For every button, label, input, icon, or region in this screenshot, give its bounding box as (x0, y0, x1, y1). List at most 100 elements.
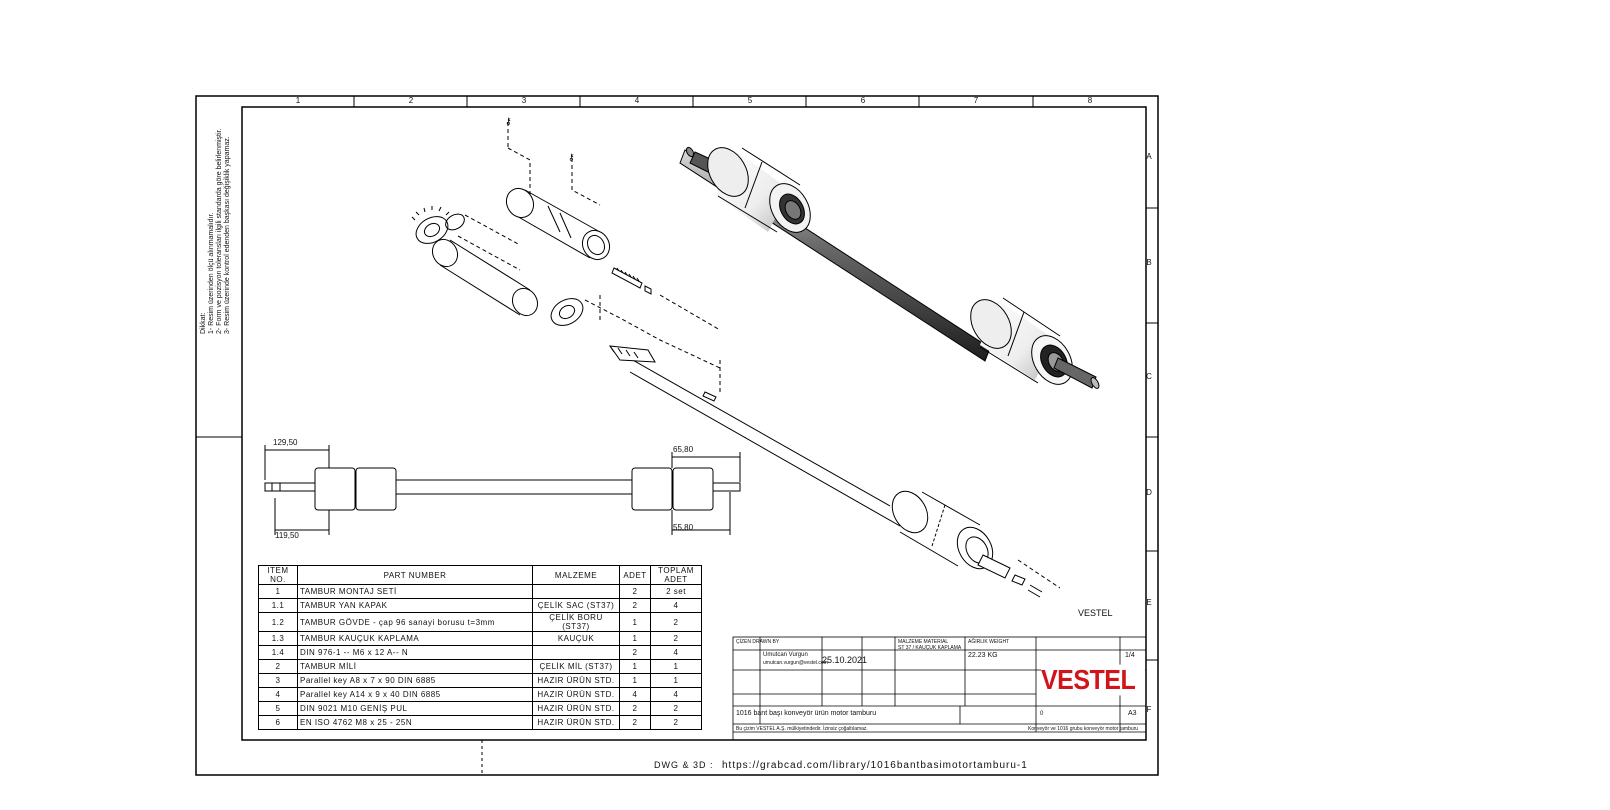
bom-cell: 1.4 (258, 645, 298, 660)
zone-row-b: B (1146, 258, 1152, 267)
vestel-label: VESTEL (1078, 608, 1113, 618)
bom-cell: 1 (619, 659, 651, 674)
svg-text:⚷: ⚷ (505, 116, 512, 126)
zone-row-d: D (1146, 488, 1152, 497)
bom-cell: EN ISO 4762 M8 x 25 - 25N (297, 715, 533, 730)
zone-col-6: 6 (860, 96, 866, 105)
bom-cell: Parallel key A8 x 7 x 90 DIN 6885 (297, 673, 533, 688)
bom-cell: 1 (619, 612, 651, 632)
zone-row-f: F (1146, 705, 1152, 714)
note-line: 3- Resim üzerinde kontrol edenden başkas… (224, 136, 231, 334)
assembled-isometric (679, 146, 1100, 389)
bom-cell: 1.3 (258, 631, 298, 646)
bom-cell: HAZIR ÜRÜN STD. (532, 673, 620, 688)
bom-cell: HAZIR ÜRÜN STD. (532, 687, 620, 702)
material-label: MALZEME MATERIAL (898, 639, 949, 645)
bom-cell: 1 (258, 584, 298, 599)
drawn-mail: umutcan.vurgun@vestel.com (763, 660, 828, 666)
bom-cell: 4 (650, 687, 702, 702)
footer-right: Konveyör ve 1016 grubu konveyör motor ta… (1028, 726, 1139, 732)
bom-cell: 3 (258, 673, 298, 688)
svg-text:⚷: ⚷ (568, 152, 575, 162)
bom-cell: 1.2 (258, 612, 298, 632)
bom-cell: Parallel key A14 x 9 x 40 DIN 6885 (297, 687, 533, 702)
zone-col-4: 4 (634, 96, 640, 105)
bom-cell: TAMBUR KAUÇUK KAPLAMA (297, 631, 533, 646)
note-line: 2- Form ve pozisyon toleransları ilgili … (216, 128, 223, 334)
drawn-name: Umutcan Vurgun (763, 652, 808, 658)
bom-cell: 4 (650, 598, 702, 613)
bom-cell: 1 (619, 631, 651, 646)
bom-cell (532, 645, 620, 660)
drawing-title: 1016 bant başı konveyör ürün motor tambu… (736, 710, 877, 717)
bom-cell: 1.1 (258, 598, 298, 613)
bom-cell: 2 (619, 598, 651, 613)
bom-cell: 4 (650, 645, 702, 660)
bom-cell: DIN 976-1 -- M6 x 12 A-- N (297, 645, 533, 660)
bom-cell: 1 (650, 659, 702, 674)
bom-cell: 2 (650, 701, 702, 716)
dwg-label: DWG & 3D : (654, 760, 714, 770)
bom-cell: 4 (258, 687, 298, 702)
zone-col-1: 1 (295, 96, 301, 105)
bom-header: ITEM NO. (258, 565, 298, 585)
weight-label: AĞIRLIK WEIGHT (968, 639, 1010, 645)
outer-border (195, 95, 1159, 776)
bom-cell: 4 (619, 687, 651, 702)
zone-col-5: 5 (747, 96, 753, 105)
zone-row-c: C (1146, 372, 1152, 381)
dimension-label: 129,50 (273, 438, 298, 447)
bom-cell: TAMBUR MONTAJ SETİ (297, 584, 533, 599)
zone-row-e: E (1146, 598, 1152, 607)
bom-cell: HAZIR ÜRÜN STD. (532, 715, 620, 730)
bom-cell: TAMBUR GÖVDE - çap 96 sanayi borusu t=3m… (297, 612, 533, 632)
bom-cell: TAMBUR YAN KAPAK (297, 598, 533, 613)
drawing-notes: Dikkat: 1- Resim üzerinden ölçü alınmama… (200, 114, 232, 334)
zone-col-8: 8 (1087, 96, 1093, 105)
bom-cell (532, 584, 620, 599)
bom-cell: HAZIR ÜRÜN STD. (532, 701, 620, 716)
bom-cell: 6 (258, 715, 298, 730)
lower-drum (891, 490, 1061, 598)
bom-cell: DIN 9021 M10 GENİŞ PUL (297, 701, 533, 716)
footer-left: Bu çizim VESTEL A.Ş. mülkiyetindedir. İz… (736, 726, 868, 732)
bom-table: ITEM NO. PART NUMBER MALZEME ADET TOPLAM… (258, 565, 702, 730)
bom-header: ADET (619, 565, 651, 585)
bom-cell: 2 (650, 612, 702, 632)
bom-cell: 5 (258, 701, 298, 716)
bom-cell: ÇELİK MİL (ST37) (532, 659, 620, 674)
notes-heading: Dikkat: (200, 312, 207, 334)
grabcad-link[interactable]: https://grabcad.com/library/1016bantbasi… (722, 760, 1028, 771)
weight-value: 22.23 KG (968, 652, 998, 659)
drawing-date: 25.10.2021 (822, 655, 868, 665)
dimension-label: 55,80 (673, 523, 694, 532)
bom-header: TOPLAM ADET (650, 565, 702, 585)
dimension-label: 119,50 (275, 531, 299, 540)
front-view (264, 445, 741, 535)
bom-cell: 2 (650, 631, 702, 646)
vestel-logo: VESTEL (1041, 664, 1145, 696)
bom-cell: ÇELİK BORU (ST37) (532, 612, 620, 632)
bom-cell: 2 (619, 715, 651, 730)
revision: 0 (1040, 711, 1044, 717)
drawn-label: ÇİZEN DRAWN BY (736, 639, 780, 645)
zone-col-2: 2 (408, 96, 414, 105)
bom-cell: KAUÇUK (532, 631, 620, 646)
exploded-view: ⚷ ⚷ (411, 116, 901, 527)
bom-header: PART NUMBER (297, 565, 533, 585)
sheet-size: A3 (1128, 710, 1137, 717)
zone-col-7: 7 (973, 96, 979, 105)
bom-cell: 1 (650, 673, 702, 688)
bom-header-row: ITEM NO. PART NUMBER MALZEME ADET TOPLAM… (258, 565, 702, 585)
bom-cell: TAMBUR MİLİ (297, 659, 533, 674)
bom-cell: 2 (650, 715, 702, 730)
